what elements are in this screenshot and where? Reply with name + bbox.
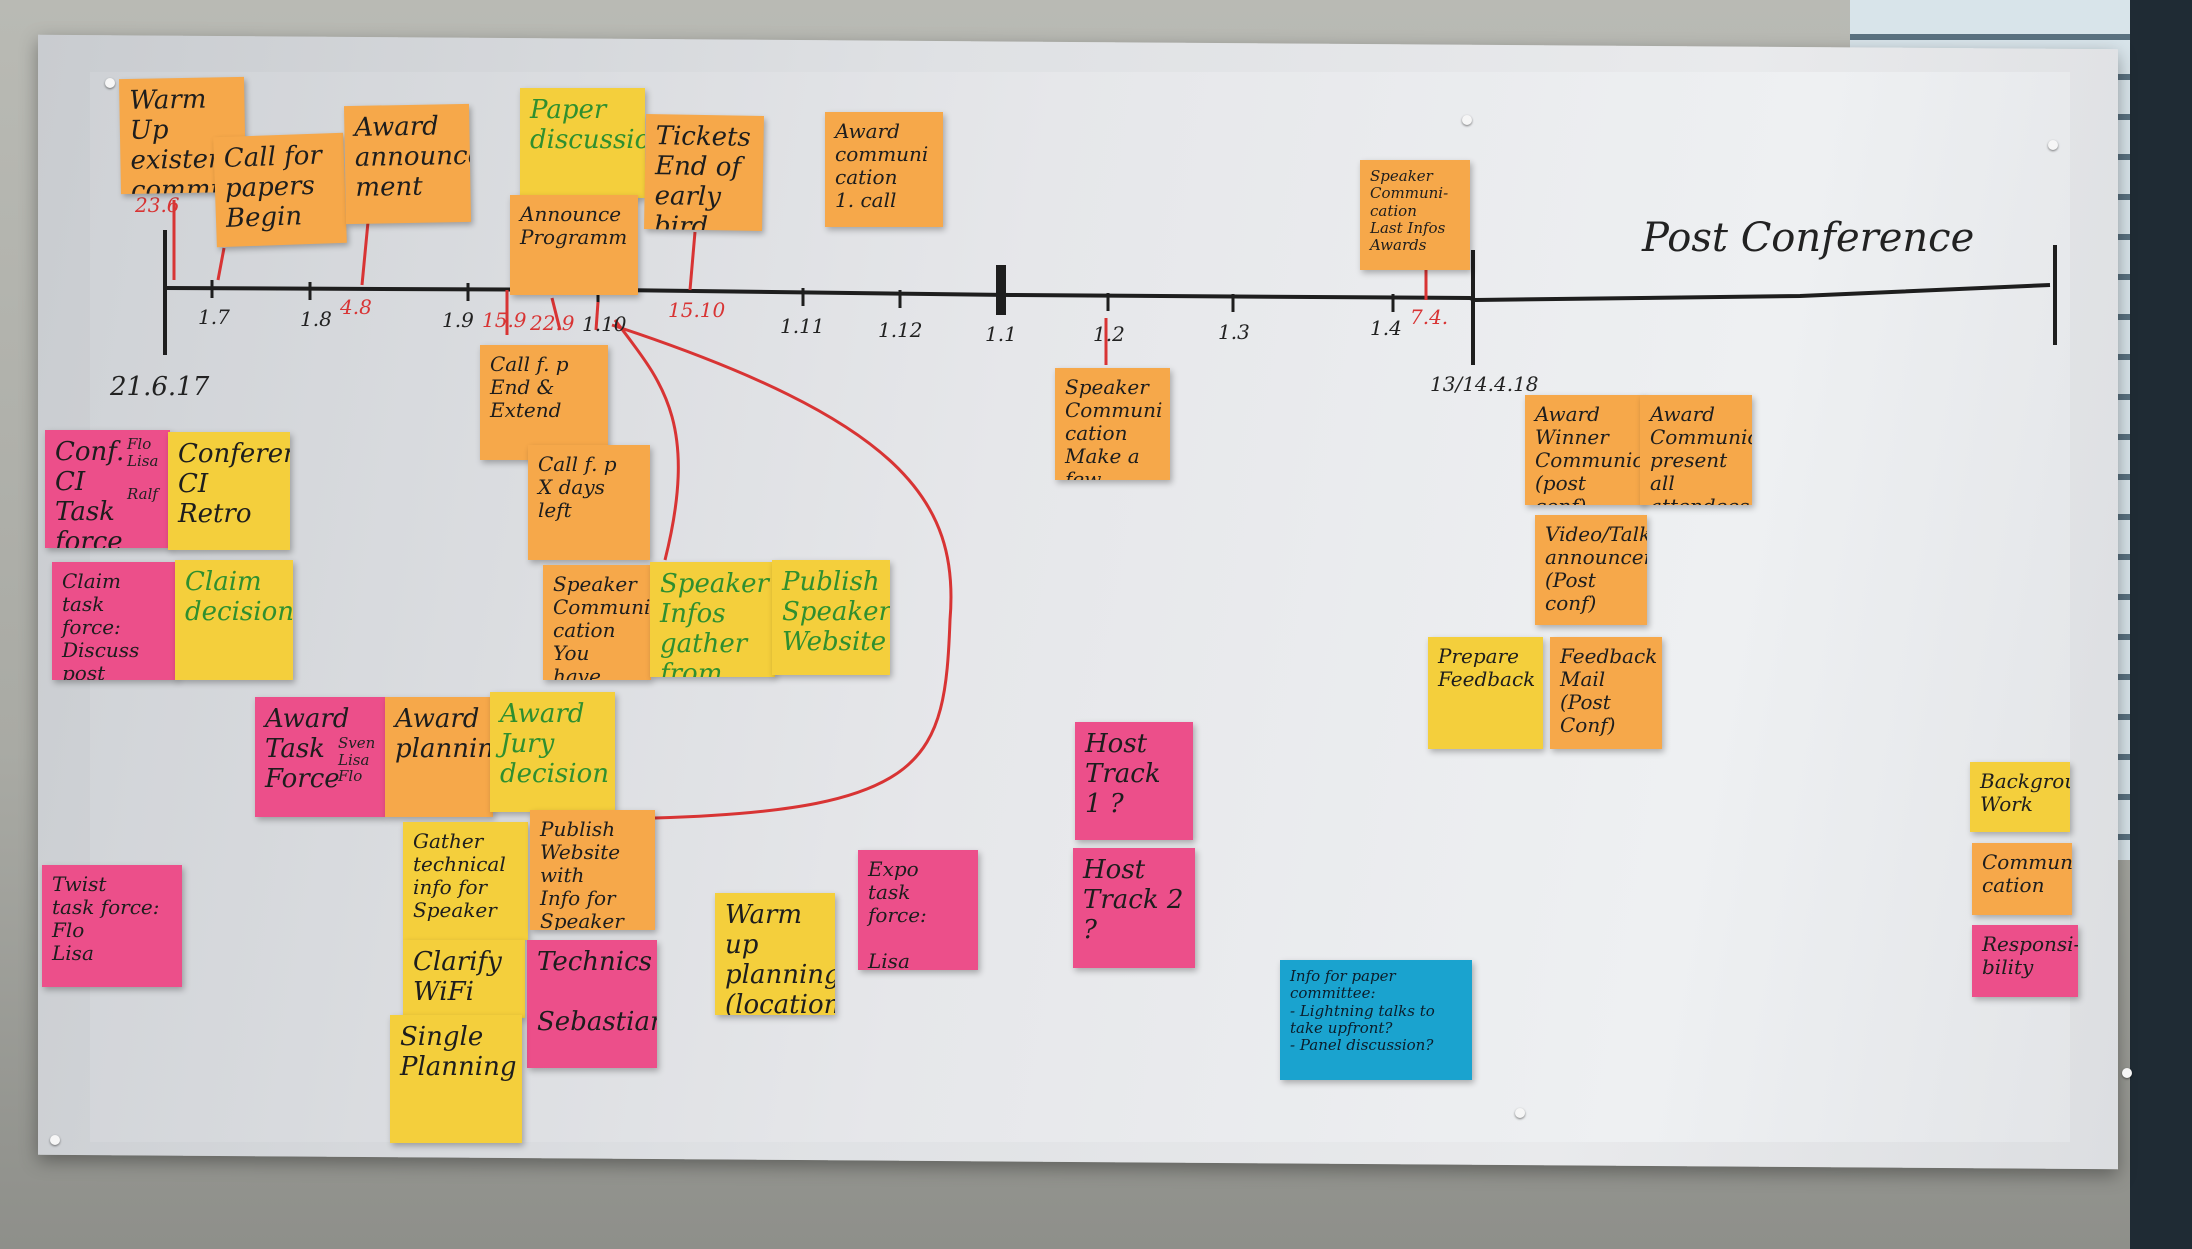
note-info-paper-committee: Info for paper committee: - Lightning ta… xyxy=(1280,960,1472,1080)
note-twist-task-force: Twist task force: Flo Lisa xyxy=(42,865,182,987)
note-award-jury-decision: Award Jury decision xyxy=(490,692,615,812)
note-paper-discussion: Paper discussion xyxy=(520,88,645,198)
note-host-track-2: Host Track 2 ? xyxy=(1073,848,1195,968)
note-video-talk-announcement: Video/Talk announcement (Post conf) xyxy=(1535,515,1647,625)
note-single-planning: Single Planning xyxy=(390,1015,522,1143)
tick-label: 1.3 xyxy=(1218,320,1250,344)
tick-label: 1.2 xyxy=(1093,322,1125,346)
note-speaker-communication-right: Speaker Communi cation Make a few xyxy=(1055,368,1170,480)
note-warm-up-planning: Warm up planning (location) xyxy=(715,893,835,1015)
award-task-force-names: Sven Lisa Flo xyxy=(338,735,375,785)
red-date-mark: 4.8 xyxy=(340,295,372,319)
legend-communication: Communi- cation xyxy=(1972,843,2072,915)
red-date-mark: 7.4. xyxy=(1410,305,1448,329)
note-technics-sebastian: Technics Sebastian xyxy=(527,940,657,1068)
note-award-planning: Award planning xyxy=(385,697,493,817)
note-announce-program: Announce Programm xyxy=(510,195,638,295)
timeline-end-date: 13/14.4.18 xyxy=(1430,372,1539,396)
note-cfp-x-days-left: Call f. p X days left xyxy=(528,445,650,560)
note-feedback-mail: Feedback Mail (Post Conf) xyxy=(1550,637,1662,749)
tick-label: 1.10 xyxy=(582,312,627,336)
legend-background-work: Background Work xyxy=(1970,762,2070,832)
note-publish-website-info: Publish Website with Info for Speaker xyxy=(530,810,655,930)
tick-label: 1.9 xyxy=(442,308,474,332)
red-date-mark: 15.9 xyxy=(482,308,527,332)
note-conference-ci-retro: Conference CI Retro xyxy=(168,432,290,550)
note-tickets-end-early-bird: Tickets End of early bird xyxy=(644,114,764,231)
note-host-track-1: Host Track 1 ? xyxy=(1075,722,1193,840)
tick-label: 1.4 xyxy=(1370,316,1402,340)
note-speaker-communication-top: Speaker Communi- cation Last Infos Award… xyxy=(1360,160,1470,270)
note-award-communication: Award communi cation 1. call xyxy=(825,112,943,227)
note-speaker-infos: Speaker Infos gather from speaker xyxy=(650,562,775,677)
tick-label: 1.11 xyxy=(780,314,825,338)
tick-label: 1.12 xyxy=(878,318,923,342)
note-expo-task-force: Expo task force: Lisa xyxy=(858,850,978,970)
red-date-mark: 23.6 xyxy=(135,193,180,217)
note-award-announcement: Award announce- ment xyxy=(344,104,471,224)
timeline-start-date: 21.6.17 xyxy=(110,372,209,402)
note-claim-task-force: Claim task force: Discuss post Flo 1.7. xyxy=(52,562,177,680)
note-cfp-end-extend: Call f. p End & Extend xyxy=(480,345,608,460)
post-conference-label: Post Conference xyxy=(1642,215,1974,261)
red-date-mark: 15.10 xyxy=(668,298,725,322)
note-claim-decision: Claim decision xyxy=(175,560,293,680)
note-call-for-papers-begin: Call for papers Begin xyxy=(213,133,347,247)
note-gather-technical-info: Gather technical info for Speaker xyxy=(403,822,528,940)
legend-responsibility: Responsi- bility xyxy=(1972,925,2078,997)
note-publish-speaker-website: Publish Speaker Website xyxy=(772,560,890,675)
note-clarify-wifi: Clarify WiFi xyxy=(403,940,525,1018)
tick-label: 1.7 xyxy=(198,305,230,329)
conf-ci-names: Flo Lisa Ralf xyxy=(127,436,158,502)
red-date-mark: 22.9 xyxy=(530,311,575,335)
tick-label: 1.1 xyxy=(985,322,1017,346)
tick-label: 1.8 xyxy=(300,307,332,331)
note-speaker-communication-mid: Speaker Communi cation You have been pic… xyxy=(543,565,651,680)
note-prepare-feedback: Prepare Feedback xyxy=(1428,637,1543,749)
